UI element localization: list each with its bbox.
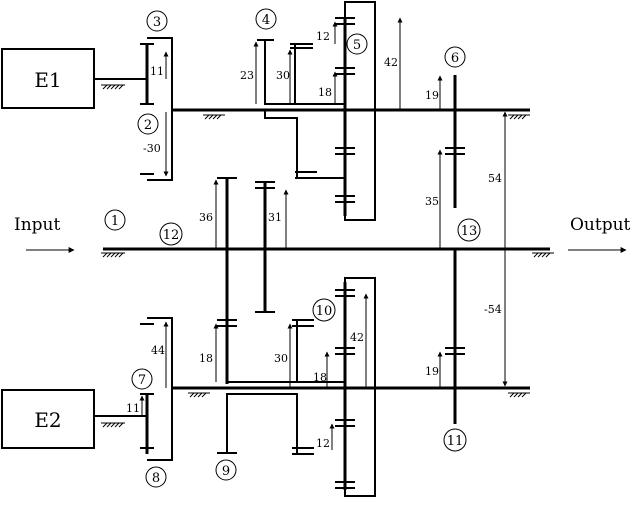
ground-input — [101, 252, 125, 258]
gear-4 — [264, 40, 295, 105]
label-19-bottom: 19 — [425, 365, 439, 378]
node-6: 6 — [444, 46, 466, 68]
ground-hatches — [101, 84, 554, 428]
node-10-text: 10 — [316, 304, 333, 319]
label-44: 44 — [151, 344, 165, 357]
label-23: 23 — [240, 69, 254, 82]
node-1-text: 1 — [111, 214, 119, 229]
node-10: 10 — [312, 298, 336, 322]
node-3: 3 — [146, 10, 168, 32]
label-18-bottom-left: 18 — [199, 352, 213, 365]
node-8: 8 — [145, 466, 167, 488]
ground-bottom-right — [508, 392, 530, 398]
node-7: 7 — [131, 368, 153, 390]
ring-gear-3 — [147, 37, 173, 181]
output-label: Output — [570, 215, 631, 235]
node-4: 4 — [255, 8, 277, 30]
label-42-top: 42 — [384, 56, 398, 69]
node-11-text: 11 — [447, 434, 464, 449]
label-e1-minus30: -30 — [143, 142, 161, 155]
ground-e2 — [101, 422, 125, 428]
node-labels: 1 2 3 4 5 6 7 8 9 10 11 12 13 — [104, 8, 481, 488]
label-36: 36 — [199, 211, 213, 224]
node-12: 12 — [159, 222, 183, 246]
ring-gear-8 — [147, 317, 173, 461]
node-13-text: 13 — [461, 224, 478, 239]
node-5-text: 5 — [353, 38, 361, 53]
node-8-text: 8 — [152, 471, 160, 486]
label-e1-11: 11 — [150, 65, 164, 78]
node-9: 9 — [215, 459, 237, 481]
tooth-labels: 11 -30 23 30 12 18 42 19 36 31 35 54 -54… — [126, 30, 502, 450]
top-branch — [94, 1, 530, 221]
input-label: Input — [14, 215, 60, 235]
label-e2-11: 11 — [126, 402, 140, 415]
node-11: 11 — [443, 428, 467, 452]
label-12-top: 12 — [316, 30, 330, 43]
label-54: 54 — [488, 172, 502, 185]
node-9-text: 9 — [222, 464, 230, 479]
label-18-bottom: 18 — [313, 371, 327, 384]
ground-bottom-mid — [188, 392, 210, 398]
node-3-text: 3 — [153, 15, 161, 30]
ground-top-mid — [203, 114, 225, 120]
node-12-text: 12 — [163, 228, 180, 243]
label-19-top: 19 — [425, 89, 439, 102]
gear-9 — [226, 393, 298, 453]
label-30-top: 30 — [276, 69, 290, 82]
engine-e2-label: E2 — [34, 408, 61, 432]
node-2-text: 2 — [144, 118, 152, 133]
label-30-bottom: 30 — [274, 352, 288, 365]
input-indicator: Input — [14, 215, 75, 253]
node-1: 1 — [104, 209, 126, 231]
label-31: 31 — [268, 211, 282, 224]
node-6-text: 6 — [451, 51, 459, 66]
ground-e1 — [101, 84, 125, 90]
engine-e2: E2 — [1, 389, 95, 449]
dimension-arrows — [139, 17, 508, 450]
label-35: 35 — [425, 195, 439, 208]
bottom-branch — [94, 277, 530, 497]
node-13: 13 — [457, 218, 481, 242]
node-7-text: 7 — [138, 373, 146, 388]
engine-e1-label: E1 — [34, 68, 61, 92]
node-5: 5 — [346, 33, 368, 55]
ground-top-right — [508, 114, 530, 120]
ground-output — [532, 252, 554, 258]
node-4-text: 4 — [262, 13, 270, 28]
label-12-bottom: 12 — [316, 437, 330, 450]
output-indicator: Output — [568, 215, 631, 253]
label-18-top: 18 — [318, 86, 332, 99]
label-42-bottom: 42 — [350, 331, 364, 344]
label-minus54: -54 — [484, 303, 502, 316]
engine-e1: E1 — [1, 48, 95, 109]
node-2: 2 — [137, 113, 159, 135]
